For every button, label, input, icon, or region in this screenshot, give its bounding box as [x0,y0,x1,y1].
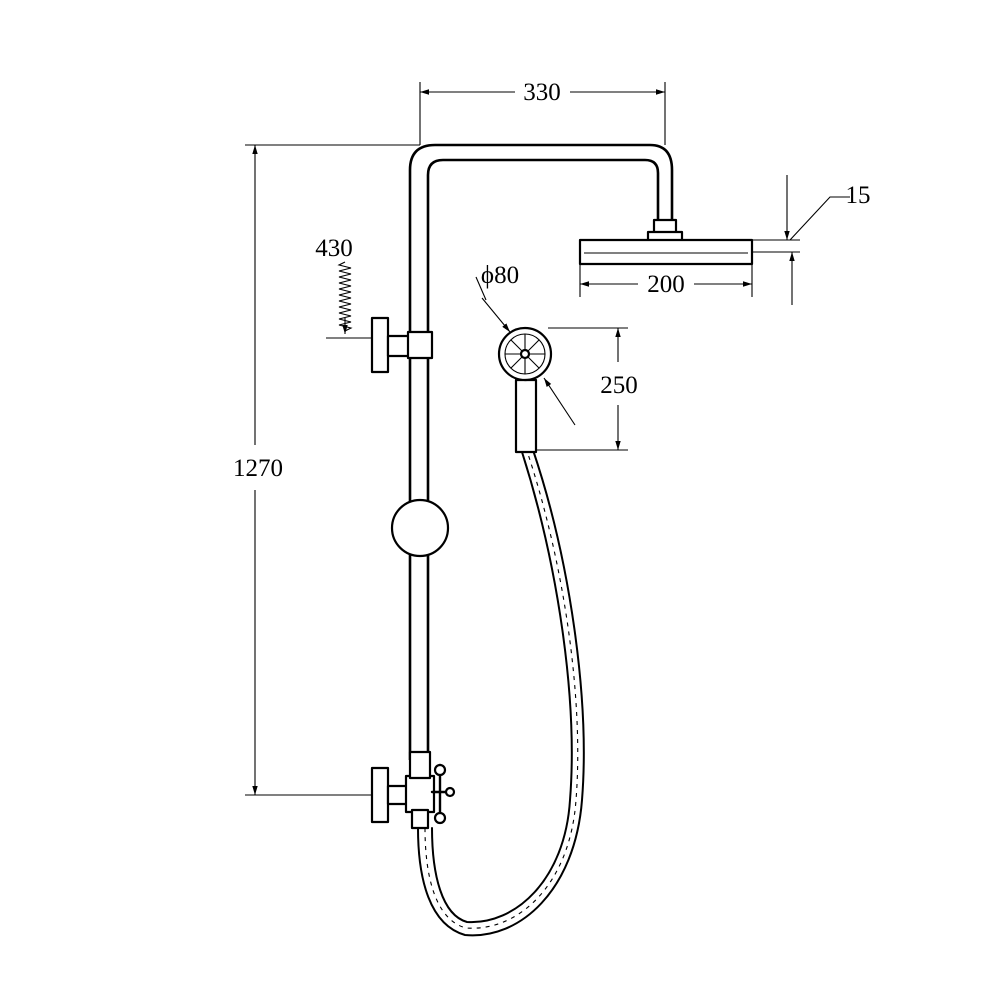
slider-knob [390,498,450,558]
dim-80-leader [475,276,487,301]
dim-1270-label: 1270 [233,455,283,482]
hand-shower-handle [514,378,538,454]
dim-80-label: ϕ80 [481,262,519,289]
upper-bracket-arm [386,334,412,358]
shower-hose-outer [417,449,585,937]
dim-250-label: 250 [600,372,638,399]
shower-hose-inner [431,451,573,924]
shower-hose-pattern [424,450,579,929]
dim-15-leader [789,196,850,241]
hand-shower-center [519,348,531,360]
upper-wall-flange [370,316,390,374]
diverter-handle-top-ball [433,763,447,777]
dim-430-label: 430 [315,235,353,262]
lower-wall-flange [370,766,390,824]
diverter-handle-side-ball [444,786,456,798]
diverter-stem-top [408,750,432,780]
upper-slider-clamp [406,330,434,360]
riser-rail-outer [408,143,674,760]
riser-rail-inner [426,158,660,760]
diverter-outlet [410,808,430,830]
dim-330-label: 330 [523,79,561,106]
dim-430-spring-line [337,261,353,332]
diverter-handle-bottom-ball [433,811,447,825]
diverter-body [404,774,436,814]
dim-80-arrow-lower [543,377,576,426]
rain-shower-head [578,238,754,266]
dim-15-label: 15 [846,182,871,209]
dim-200-label: 200 [647,271,685,298]
dim-80-arrow-upper [481,297,511,333]
